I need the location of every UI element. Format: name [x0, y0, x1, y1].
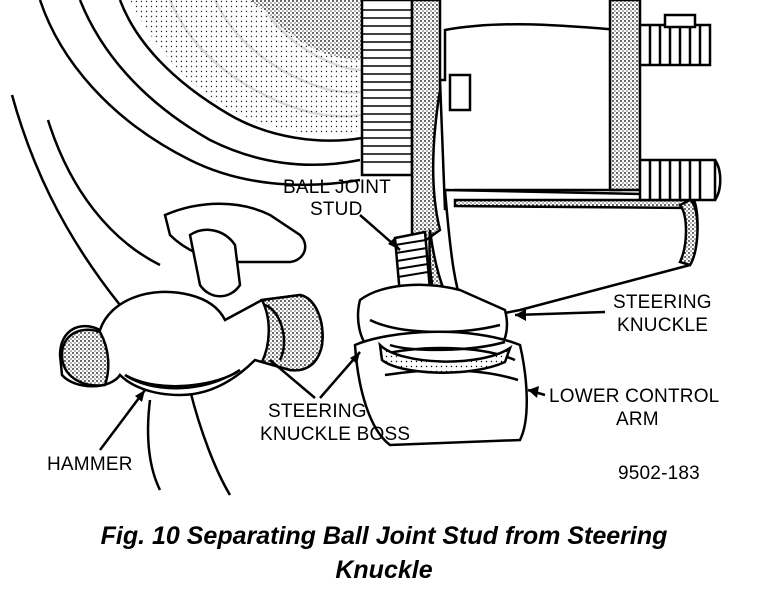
lower-control-arm-shape [353, 330, 528, 447]
label-steering-knuckle-2: KNUCKLE [617, 315, 708, 336]
frame-lines [10, 94, 232, 496]
rotor-hub [360, 0, 442, 253]
caption-line-2: Knuckle [335, 556, 433, 584]
label-knuckle-boss-1: STEERING [268, 401, 367, 422]
leader-arrows [135, 238, 539, 402]
label-hammer: HAMMER [47, 454, 133, 475]
hammer [58, 290, 324, 397]
leader-steering-knuckle [514, 310, 606, 317]
label-knuckle-boss-2: KNUCKLE BOSS [260, 424, 410, 445]
label-ball-joint-stud-2: STUD [310, 199, 363, 220]
label-lower-control-arm-1: LOWER CONTROL [549, 386, 719, 407]
spring-shading-dark [250, 0, 362, 60]
label-ball-joint-stud-1: BALL JOINT [283, 177, 391, 198]
label-steering-knuckle-1: STEERING [613, 292, 712, 313]
figure-code: 9502-183 [618, 463, 700, 484]
label-lower-control-arm-2: ARM [616, 409, 659, 430]
leader-knuckle-boss-2 [269, 359, 316, 399]
upper-bracket [163, 202, 307, 298]
ball-joint-stud [393, 230, 432, 297]
caption-line-1: Fig. 10 Separating Ball Joint Stud from … [100, 522, 668, 550]
leader-hammer [99, 389, 146, 451]
wheel-studs [638, 13, 722, 202]
